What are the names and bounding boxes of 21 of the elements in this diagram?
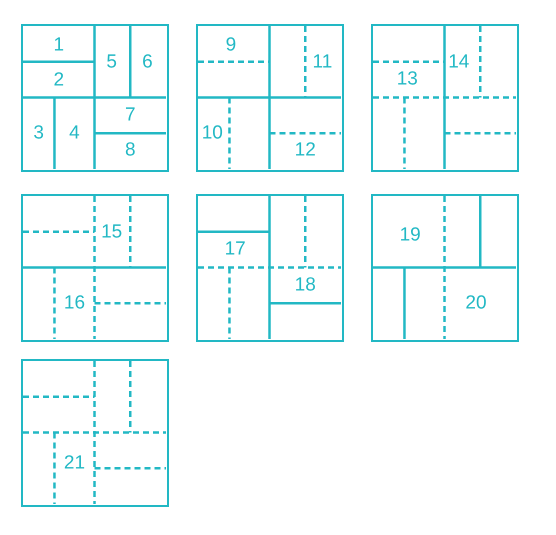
region-number: 8 xyxy=(124,140,136,160)
region-number: 17 xyxy=(224,239,246,258)
region-number: 18 xyxy=(294,275,316,294)
region-number: 19 xyxy=(400,225,421,244)
region-number: 16 xyxy=(64,294,86,313)
region-number: 6 xyxy=(142,52,153,72)
region-number: 11 xyxy=(312,52,332,72)
region-number: 13 xyxy=(396,69,418,88)
region-number: 1 xyxy=(53,35,64,54)
region-number: 21 xyxy=(64,453,86,472)
region-number: 12 xyxy=(294,140,316,160)
region-number: 7 xyxy=(124,105,136,124)
region-number: 15 xyxy=(101,222,122,242)
region-number: 4 xyxy=(69,124,80,143)
region-number: 2 xyxy=(53,70,64,90)
region-number: 14 xyxy=(448,52,470,72)
region-number: 10 xyxy=(202,124,223,143)
region-number: 20 xyxy=(465,294,487,313)
region-number: 3 xyxy=(33,124,44,143)
region-number: 5 xyxy=(106,52,117,72)
region-number: 9 xyxy=(226,35,236,54)
